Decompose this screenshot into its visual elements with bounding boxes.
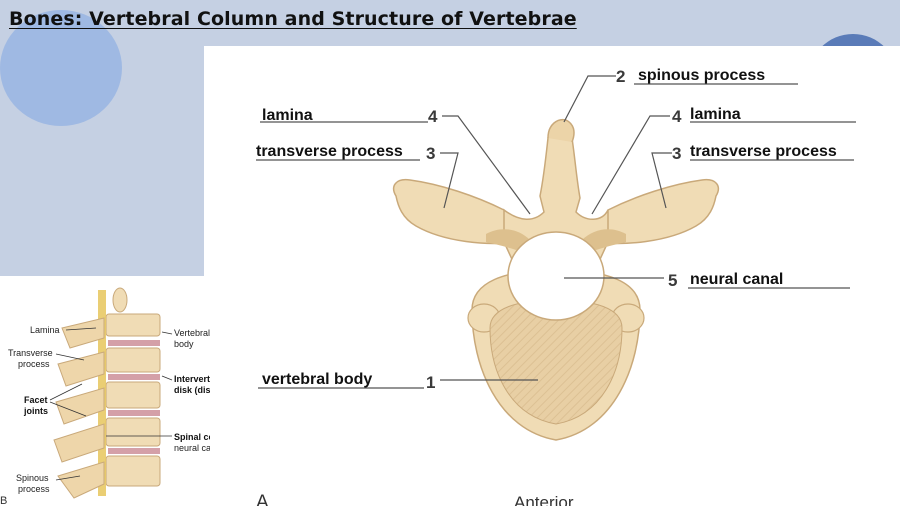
transverse-right-number: 3: [672, 144, 681, 163]
spinous-leader: [563, 75, 616, 123]
inset-spinous-leader: [55, 475, 81, 481]
panel-letter-b: B: [0, 495, 7, 506]
inset-spinous-label-1: Spinous: [16, 473, 49, 483]
panel-letter-a: A: [256, 492, 269, 506]
neural-canal-number: 5: [668, 271, 677, 290]
posterior-element-3: [55, 387, 105, 425]
disc-2: [108, 374, 160, 380]
inset-transverse-label-2: process: [18, 359, 50, 369]
vertebra-body-3: [105, 381, 161, 409]
inset-disc-label-2: disk (disc): [174, 385, 210, 395]
inset-spinal-label-1: Spinal cord: [174, 432, 210, 442]
disc-4: [108, 448, 160, 454]
neural-canal-label: neural canal: [690, 271, 783, 288]
top-process: [112, 287, 128, 313]
inset-facet-leader-1: [49, 383, 83, 401]
disc-3: [108, 410, 160, 416]
vertebra-body-1: [105, 313, 161, 337]
decorative-circle-left: [0, 10, 122, 126]
lamina-right-leader: [591, 115, 670, 215]
leader-lines: [256, 75, 856, 389]
spine-illustration: [53, 287, 161, 499]
inset-disc-label-1: Intervertebral: [174, 374, 210, 384]
inset-facet-label-2: joints: [23, 406, 48, 416]
vertebra-body-4: [105, 417, 161, 447]
inset-facet-leader-2: [49, 401, 87, 417]
inset-transverse-label-1: Transverse: [8, 348, 53, 358]
inset-leader-lines: [49, 327, 173, 481]
vertebral-body-number: 1: [426, 373, 435, 392]
inset-disc-leader: [161, 375, 173, 381]
lamina-left-leader: [442, 115, 531, 215]
right-facet-shading: [582, 229, 626, 250]
inset-transverse-leader: [55, 353, 85, 361]
inset-vertebral-body-label-1: Vertebral: [174, 328, 210, 338]
inset-spinal-label-2: neural canal: [174, 443, 210, 453]
transverse-left-label: transverse process: [256, 143, 403, 160]
inset-facet-label-1: Facet: [24, 395, 48, 405]
posterior-element-4: [53, 423, 105, 463]
vertebra-body-2: [105, 347, 161, 373]
posterior-element-5: [57, 461, 105, 499]
lamina-right-number: 4: [672, 107, 682, 126]
vertebra-illustration: [392, 118, 720, 441]
spinous-process-number: 2: [616, 67, 625, 86]
inset-body-leader: [161, 331, 173, 335]
inset-vertebral-body-label-2: body: [174, 339, 194, 349]
slide-title: Bones: Vertebral Column and Structure of…: [9, 8, 577, 30]
inset-lamina-leader: [65, 327, 97, 331]
vertebra-diagram: 2 spinous process lamina 4 4 lamina tran…: [256, 67, 856, 506]
lamina-left-number: 4: [428, 107, 438, 126]
lamina-left-label: lamina: [262, 107, 313, 124]
spine-inset-panel: Lamina Transverse process Facet joints S…: [0, 276, 210, 506]
inset-spinous-label-2: process: [18, 484, 50, 494]
vertebra-body-5: [105, 455, 161, 487]
posterior-element-2: [57, 351, 105, 387]
lamina-right-label: lamina: [690, 106, 741, 123]
posterior-element-1: [61, 317, 105, 349]
transverse-right-leader: [651, 152, 672, 209]
left-facet-shading: [486, 229, 530, 250]
transverse-left-leader: [440, 152, 459, 209]
anterior-label: Anterior: [514, 493, 574, 506]
vertebra-diagram-panel: 2 spinous process lamina 4 4 lamina tran…: [204, 46, 900, 506]
inset-lamina-label: Lamina: [30, 325, 60, 335]
spine-inset-diagram: Lamina Transverse process Facet joints S…: [0, 287, 210, 506]
transverse-right-label: transverse process: [690, 143, 837, 160]
transverse-left-number: 3: [426, 144, 435, 163]
neural-canal-shape: [507, 231, 605, 321]
vertebral-body-label: vertebral body: [262, 371, 372, 388]
spinous-process-tip-shape: [547, 118, 575, 143]
disc-1: [108, 340, 160, 346]
spinous-process-label: spinous process: [638, 67, 765, 84]
